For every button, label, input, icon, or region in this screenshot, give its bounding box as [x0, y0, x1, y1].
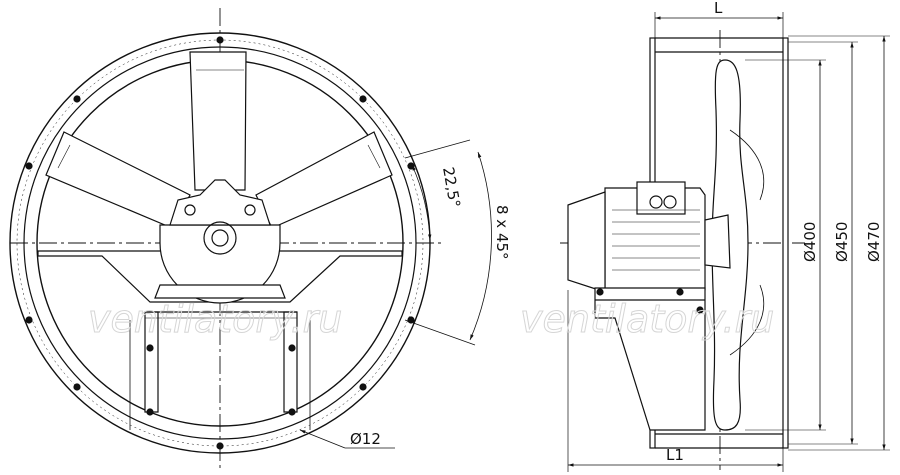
dim-L-label: L	[714, 0, 723, 17]
dim-d470-label: Ø470	[865, 222, 883, 262]
dim-d450-label: Ø450	[833, 222, 851, 262]
motor-base	[154, 284, 286, 299]
watermark-right: ventilatory.ru	[520, 297, 774, 341]
front-view	[9, 8, 492, 472]
frame-bolt-right	[288, 344, 296, 352]
motor-flange	[169, 179, 271, 226]
hub-outer	[203, 221, 237, 255]
hole-leader	[299, 429, 346, 449]
angle-arc-22-5	[411, 164, 432, 241]
blade-left	[45, 131, 191, 229]
motor-housing	[159, 224, 281, 304]
hub-inner	[211, 229, 229, 247]
bolt-hole-1	[216, 36, 224, 44]
bolt-hole-9	[25, 162, 33, 170]
blade-right	[255, 131, 393, 229]
angle-small-label: 22,5°	[439, 166, 464, 209]
blade-top	[189, 51, 247, 191]
bolt-hole-8	[25, 316, 33, 324]
side-hub	[704, 214, 731, 269]
housing-outer-ring	[9, 32, 431, 454]
frame-bolt-right-low	[288, 408, 296, 416]
bolt-hole-5	[359, 383, 367, 391]
flange-right	[782, 37, 789, 449]
side-motor-endcap	[567, 191, 606, 293]
hub-right-bolt	[244, 204, 256, 216]
angle-arc-45	[469, 151, 492, 341]
side-blade	[711, 59, 749, 431]
dim-L1-label: L1	[666, 446, 684, 464]
side-bracket	[594, 287, 706, 431]
hub-left-bolt	[184, 204, 196, 216]
frame-bolt-left	[146, 344, 154, 352]
watermark-left: ventilatory.ru	[88, 297, 342, 341]
hole-diameter-label: Ø12	[350, 430, 381, 448]
bolt-hole-2	[359, 95, 367, 103]
bolt-hole-6	[216, 442, 224, 450]
dim-d400-label: Ø400	[801, 222, 819, 262]
bolt-hole-10	[73, 95, 81, 103]
bolt-hole-7	[73, 383, 81, 391]
angle-bolts-label: 8 x 45°	[493, 205, 511, 260]
frame-bolt-left-low	[146, 408, 154, 416]
housing-flange-ring	[23, 46, 417, 440]
side-view	[560, 12, 890, 472]
